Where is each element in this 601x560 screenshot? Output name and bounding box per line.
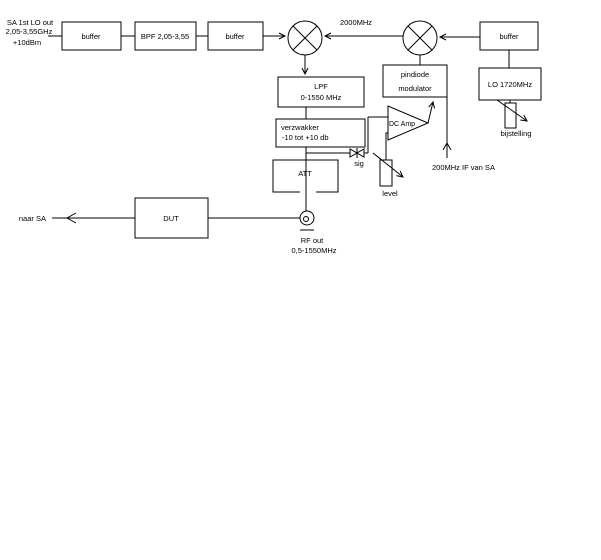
att-enclosure: ATT <box>272 159 339 193</box>
pin-modulator-line2: modulator <box>398 84 432 93</box>
block-lpf: LPF 0-1550 MHz <box>277 76 365 108</box>
if-input-label: 200MHz IF van SA <box>432 163 495 172</box>
buffer1-label: buffer <box>81 32 101 41</box>
block-buffer1: buffer <box>61 21 122 51</box>
intermixer-freq-label: 2000MHz <box>340 18 372 27</box>
block-attenuator: verzwakker -10 tot +10 db <box>275 118 366 148</box>
sig-diode-icon <box>349 148 365 158</box>
lpf-line2: 0-1550 MHz <box>301 93 342 102</box>
dc-amp-icon: DC Amp <box>387 105 430 141</box>
lo-label: LO 1720MHz <box>488 80 532 89</box>
block-bpf: BPF 2,05-3,55 <box>134 21 197 51</box>
source-note-line1: SA 1st LO out <box>7 18 54 27</box>
lo-adjust-label: bijstelling <box>501 129 532 138</box>
buffer2-label: buffer <box>225 32 245 41</box>
block-lo: LO 1720MHz <box>478 67 542 101</box>
source-note-line3: +10dBm <box>13 38 41 47</box>
wire-layer <box>48 32 511 231</box>
block-pin-modulator: pindiode modulator <box>382 64 448 98</box>
dut-label: DUT <box>163 214 179 223</box>
rf-out-connector-icon <box>299 210 315 226</box>
buffer3-label: buffer <box>499 32 519 41</box>
sa-lo-source-note: SA 1st LO out 2,05-3,55GHz +10dBm <box>6 18 54 47</box>
sig-label: sig <box>354 159 364 168</box>
rf-out-line2: 0,5-1550MHz <box>291 246 336 255</box>
to-sa-label: naar SA <box>19 214 46 223</box>
block-buffer3: buffer <box>479 21 539 51</box>
attenuator-line2: -10 tot +10 db <box>282 133 329 142</box>
lpf-line1: LPF <box>314 82 328 91</box>
mixer-right-icon <box>402 20 438 56</box>
level-pot-icon <box>372 152 404 187</box>
block-buffer2: buffer <box>207 21 264 51</box>
rf-out-line1: RF out <box>301 236 324 245</box>
level-label: level <box>382 189 398 198</box>
att-enclosure-label: ATT <box>298 169 312 178</box>
block-dut: DUT <box>134 197 209 239</box>
source-note-line2: 2,05-3,55GHz <box>6 27 53 36</box>
dc-amp-label: DC Amp <box>389 121 415 128</box>
attenuator-line1: verzwakker <box>281 123 319 132</box>
pin-modulator-line1: pindiode <box>401 70 429 79</box>
bpf-label: BPF 2,05-3,55 <box>141 32 189 41</box>
mixer-left-icon <box>287 20 323 56</box>
lo-adjust-pot-icon <box>496 99 528 129</box>
